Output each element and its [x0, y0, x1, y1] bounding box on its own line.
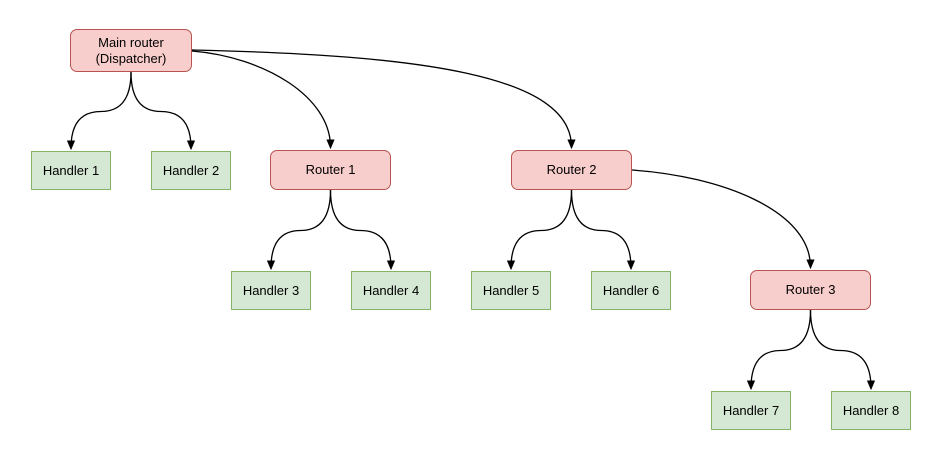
node-router-3: Router 3 — [750, 270, 871, 310]
edge-router-1-to-handler-3 — [266, 189, 332, 271]
edge-main-to-handler-2 — [130, 71, 196, 151]
node-handler-5: Handler 5 — [471, 271, 551, 310]
node-handler-8: Handler 8 — [831, 391, 911, 430]
node-handler-6: Handler 6 — [591, 271, 671, 310]
edge-router-2-to-router-3 — [631, 169, 815, 270]
node-router-1: Router 1 — [270, 150, 391, 190]
node-handler-4: Handler 4 — [351, 271, 431, 310]
node-handler-7: Handler 7 — [711, 391, 791, 430]
edge-router-1-to-handler-4 — [329, 189, 396, 271]
node-router-2: Router 2 — [511, 150, 632, 190]
edge-router-3-to-handler-8 — [809, 309, 876, 391]
node-handler-2: Handler 2 — [151, 151, 231, 190]
edge-main-to-router-2 — [191, 49, 576, 150]
edge-main-to-handler-1 — [66, 71, 132, 151]
edge-router-2-to-handler-5 — [506, 189, 573, 271]
edge-main-to-router-1 — [191, 50, 335, 150]
node-handler-1: Handler 1 — [31, 151, 111, 190]
node-handler-3: Handler 3 — [231, 271, 311, 310]
node-main-router: Main router (Dispatcher) — [70, 29, 192, 72]
edge-router-2-to-handler-6 — [570, 189, 636, 271]
edge-router-3-to-handler-7 — [746, 309, 812, 391]
